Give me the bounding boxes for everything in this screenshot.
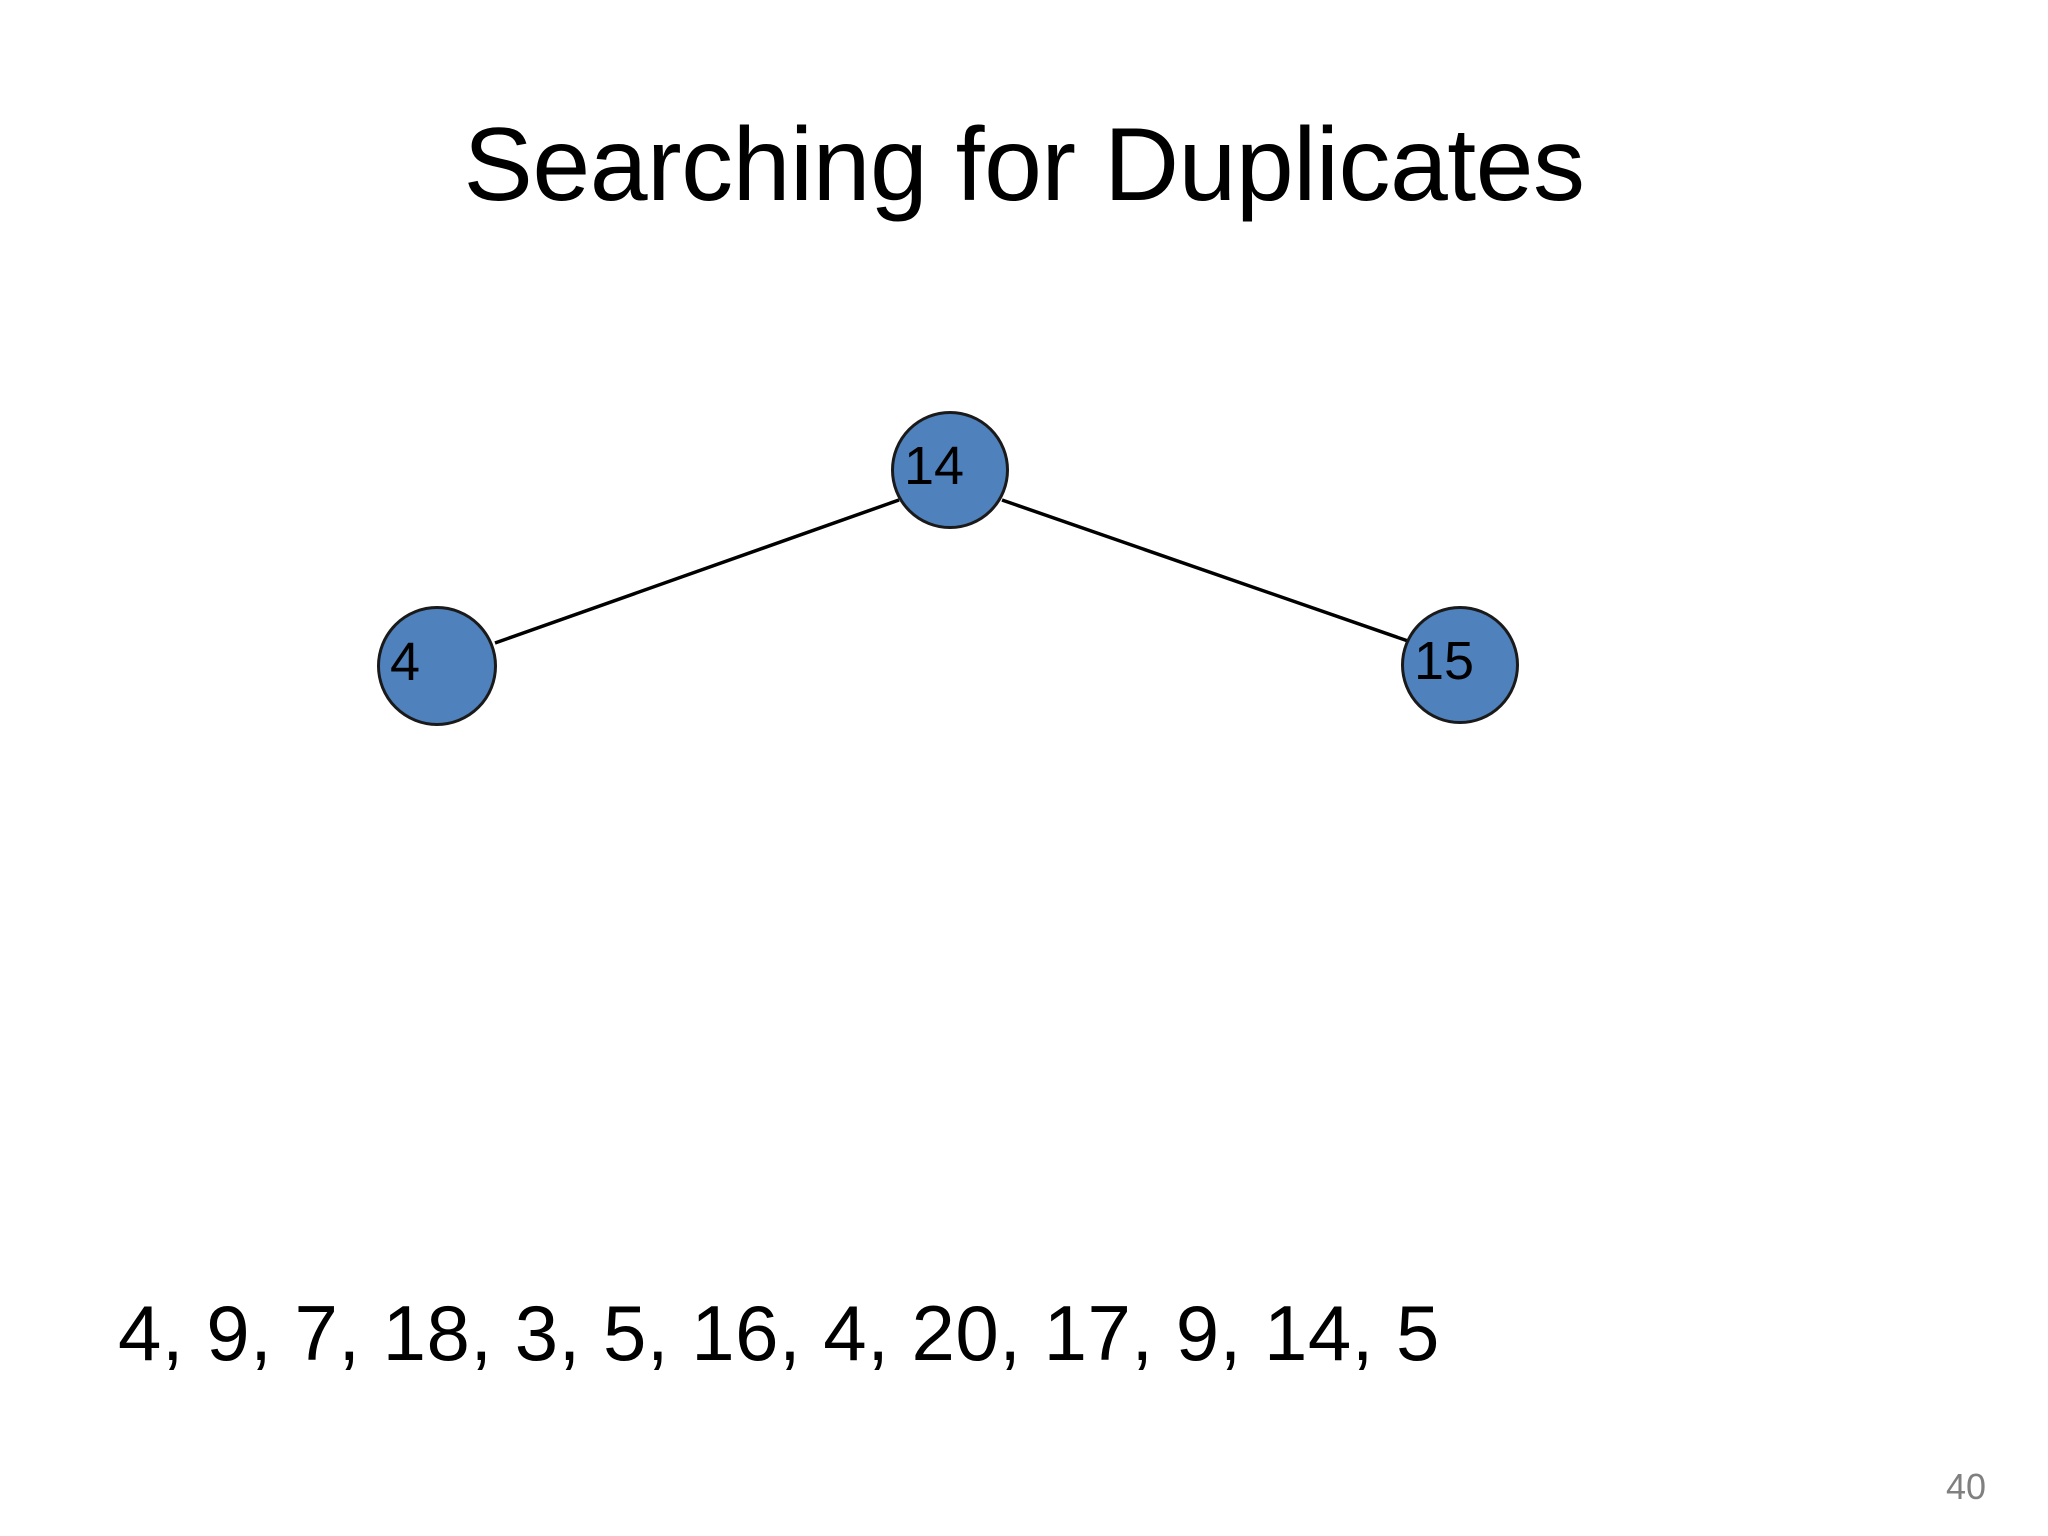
tree-edge-root-to-right — [1001, 498, 1409, 643]
tree-node-left-child-label: 4 — [390, 632, 421, 692]
tree-edge-root-to-left — [494, 498, 900, 645]
tree-node-right-child-label: 15 — [1414, 631, 1475, 691]
slide-page-number: 40 — [1945, 1466, 1986, 1507]
tree-node-left-child[interactable]: 4 — [377, 606, 497, 726]
tree-node-root[interactable]: 14 — [891, 411, 1009, 529]
input-sequence-text: 4, 9, 7, 18, 3, 5, 16, 4, 20, 17, 9, 14,… — [118, 1289, 1440, 1377]
tree-node-right-child[interactable]: 15 — [1401, 606, 1519, 724]
tree-node-root-label: 14 — [904, 436, 965, 496]
page-title: Searching for Duplicates — [463, 107, 1585, 223]
